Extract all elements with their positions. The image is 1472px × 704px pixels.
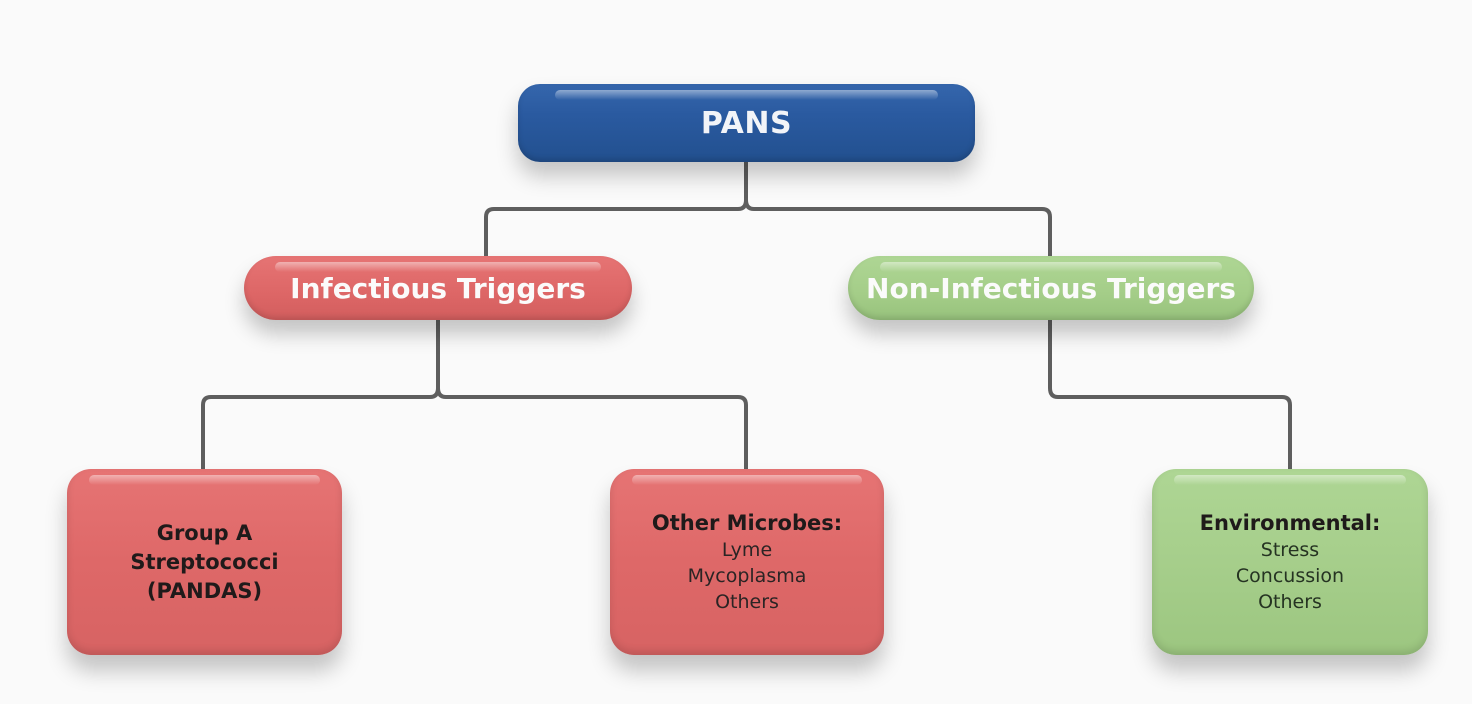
connector-infectious-to-leaves bbox=[201, 318, 748, 471]
root-node-pans: PANS bbox=[518, 84, 975, 162]
branch-label: Infectious Triggers bbox=[290, 271, 586, 305]
leaf-title-line: Group A bbox=[156, 520, 253, 545]
branch-infectious-triggers: Infectious Triggers bbox=[244, 256, 632, 320]
leaf-title-line: (PANDAS) bbox=[146, 578, 263, 603]
leaf-title: Environmental: bbox=[1199, 511, 1381, 535]
leaf-title-line: Streptococci bbox=[130, 549, 279, 574]
branch-label: Non-Infectious Triggers bbox=[866, 271, 1236, 305]
leaf-environmental: Environmental: Stress Concussion Others bbox=[1152, 469, 1428, 655]
root-label: PANS bbox=[700, 105, 793, 141]
branch-non-infectious-triggers: Non-Infectious Triggers bbox=[848, 256, 1254, 320]
leaf-item: Stress bbox=[1260, 539, 1320, 561]
leaf-title: Other Microbes: bbox=[651, 511, 843, 535]
leaf-item: Others bbox=[1258, 591, 1322, 613]
leaf-item: Others bbox=[715, 591, 779, 613]
leaf-group-a-streptococci: Group A Streptococci (PANDAS) bbox=[67, 469, 342, 655]
leaf-item: Concussion bbox=[1235, 565, 1345, 587]
leaf-item: Mycoplasma bbox=[687, 565, 807, 587]
connector-root-to-branches bbox=[484, 160, 1052, 258]
leaf-other-microbes: Other Microbes: Lyme Mycoplasma Others bbox=[610, 469, 884, 655]
connector-noninfectious-to-leaf bbox=[1048, 318, 1292, 471]
leaf-item: Lyme bbox=[721, 539, 773, 561]
